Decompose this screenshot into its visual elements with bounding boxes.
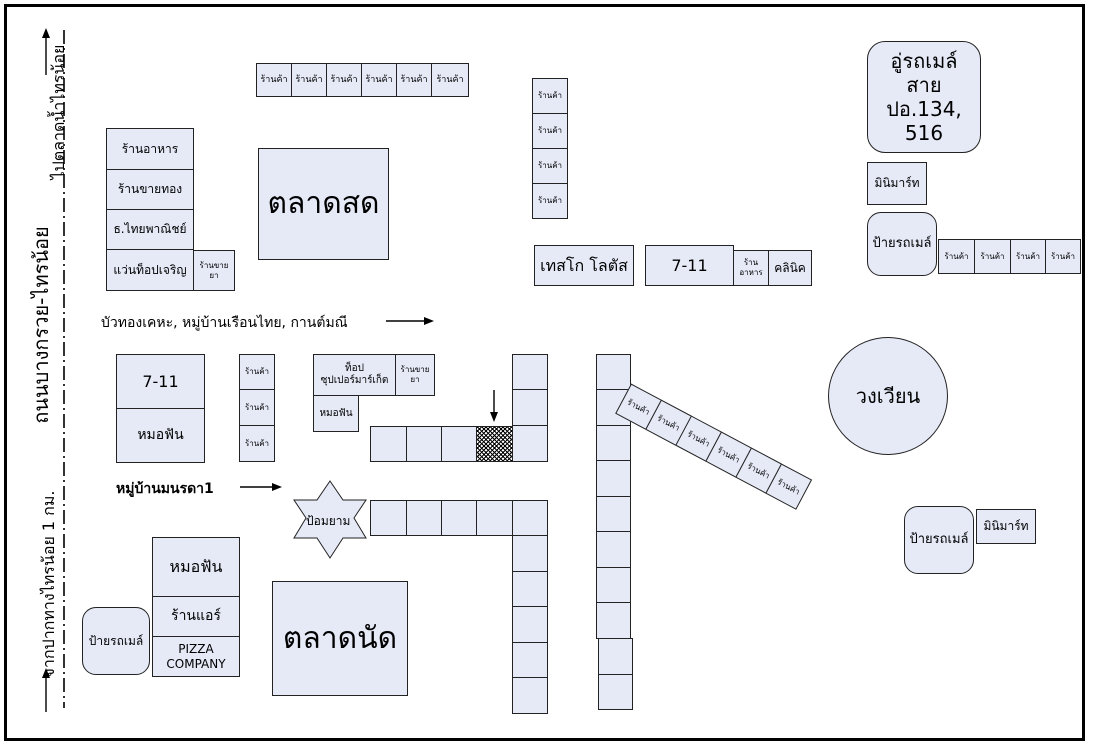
road-label-middle: บัวทองเคหะ, หมู่บ้านเรือนไทย, กานต์มณี	[101, 315, 348, 331]
food-shop: ร้านอาหาร	[733, 250, 769, 286]
bus-depot: อู่รถเมล์สาย ปอ.134, 516	[867, 41, 981, 153]
shop: ร้านค้า	[532, 113, 568, 149]
weekly-market: ตลาดนัด	[272, 581, 408, 696]
building-block	[512, 500, 548, 536]
pharmacy-2: ร้านขายยา	[395, 354, 435, 396]
seven-eleven-left: 7-11	[116, 354, 205, 409]
building-block	[512, 677, 548, 714]
building-block	[370, 426, 407, 462]
minimart: มินิมาร์ท	[867, 162, 927, 205]
star-icon	[293, 480, 367, 559]
tesco-lotus: เทสโก โลตัส	[534, 245, 634, 286]
building-block	[370, 500, 407, 536]
dentist-left: หมอฟัน	[116, 408, 205, 463]
building-block	[441, 426, 477, 462]
map-frame	[4, 4, 1085, 741]
shop: ร้านค้า	[974, 239, 1011, 274]
building-block	[476, 500, 513, 536]
pharmacy: ร้านขายยา	[193, 250, 235, 291]
target-location-block	[476, 426, 513, 462]
building-block	[406, 500, 442, 536]
minimart-right: มินิมาร์ท	[976, 509, 1036, 544]
bank: ธ.ไทยพาณิชย์	[106, 209, 194, 250]
building-block	[441, 500, 477, 536]
shop: ร้านค้า	[291, 63, 327, 97]
arrow-right-icon	[386, 317, 434, 325]
arrow-right-icon	[240, 483, 282, 491]
building-block	[512, 354, 548, 390]
shop: ร้านค้า	[256, 63, 292, 97]
pizza-company: PIZZA COMPANY	[152, 636, 240, 677]
seven-eleven: 7-11	[645, 245, 734, 286]
building-block	[512, 571, 548, 607]
clinic: คลินิค	[768, 250, 812, 286]
optical-shop: แว่นท็อปเจริญ	[106, 249, 194, 291]
bus-stop: ป้ายรถเมล์	[867, 212, 937, 276]
road-label-village: หมู่บ้านมนรดา1	[116, 481, 214, 497]
shop: ร้านค้า	[532, 183, 568, 219]
shop: ร้านค้า	[326, 63, 362, 97]
bus-stop-left: ป้ายรถเมล์	[82, 607, 150, 675]
fresh-market: ตลาดสด	[258, 148, 389, 260]
shop: ร้านค้า	[239, 354, 275, 390]
shop: ร้านค้า	[239, 425, 275, 462]
shop: ร้านค้า	[532, 148, 568, 184]
gold-shop: ร้านขายทอง	[106, 169, 194, 210]
aircon-shop: ร้านแอร์	[152, 596, 240, 637]
shop: ร้านค้า	[361, 63, 397, 97]
shop: ร้านค้า	[239, 389, 275, 426]
building-block	[596, 531, 631, 568]
building-block	[598, 638, 633, 675]
roundabout: วงเวียน	[828, 337, 948, 455]
shop: ร้านค้า	[431, 63, 469, 97]
police-box: ป้อมยาม	[306, 514, 351, 528]
building-block	[596, 354, 631, 390]
building-block	[512, 425, 548, 462]
building-block	[512, 642, 548, 678]
bus-stop-right: ป้ายรถเมล์	[904, 506, 974, 574]
building-block	[596, 460, 631, 497]
arrow-up-icon	[42, 28, 50, 75]
shop: ร้านค้า	[396, 63, 432, 97]
shop: ร้านค้า	[1045, 239, 1081, 274]
arrow-up-icon	[42, 668, 50, 712]
shop: ร้านค้า	[532, 78, 568, 114]
building-block	[598, 674, 633, 710]
dentist-bottom: หมอฟัน	[152, 537, 240, 597]
dentist-small: หมอฟัน	[313, 395, 359, 432]
arrow-down-icon	[490, 390, 498, 422]
restaurant: ร้านอาหาร	[106, 128, 194, 170]
